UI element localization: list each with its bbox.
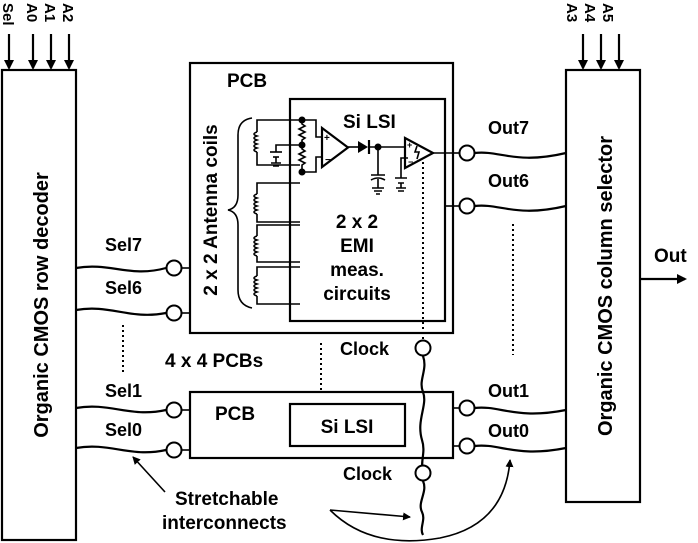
antenna-coil-2 <box>253 182 300 223</box>
column-selector-inputs: A3 A4 A5 <box>563 3 624 70</box>
out6-terminal <box>445 197 567 215</box>
antenna-coils-label: 2 x 2 Antenna coils <box>201 124 222 295</box>
svg-text:−: − <box>408 157 413 167</box>
annotation-line2: interconnects <box>162 513 287 534</box>
emi-label-line2: EMI <box>340 236 374 257</box>
column-selector-block: Organic CMOS column selector <box>564 68 642 504</box>
out7-terminal <box>453 144 567 162</box>
svg-text:+: + <box>324 133 330 144</box>
diode-icon <box>358 141 368 153</box>
annotation-line1: Stretchable <box>175 489 278 510</box>
row-decoder-label: Organic CMOS row decoder <box>31 172 53 438</box>
antenna-coil-3 <box>253 224 300 263</box>
svg-text:+: + <box>407 140 412 150</box>
sel7-terminal <box>75 259 190 277</box>
top-si-lsi-block: Si LSI 2 x 2 EMI meas. circuits <box>288 97 447 323</box>
emi-label-line4: circuits <box>323 284 391 305</box>
comparator-icon <box>403 136 436 170</box>
out-label: Out <box>654 246 687 267</box>
bottom-pcb-block: PCB Si LSI <box>188 390 455 460</box>
input-a5-label: A5 <box>599 3 616 22</box>
emi-label-line3: meas. <box>330 260 384 281</box>
annotation-arrow-out0 <box>329 459 514 542</box>
svg-text:−: − <box>325 155 331 166</box>
input-a0-label: A0 <box>23 3 40 22</box>
antenna-coil-4 <box>253 266 300 305</box>
top-si-lsi-label: Si LSI <box>343 112 396 133</box>
top-pcb-label: PCB <box>227 71 267 92</box>
row-decoder-block: Organic CMOS row decoder <box>0 68 78 542</box>
top-pcb-block: PCB 2 x 2 Antenna coils <box>188 61 455 335</box>
out7-label: Out7 <box>488 118 529 138</box>
out6-label: Out6 <box>488 171 529 191</box>
input-a4-label: A4 <box>581 3 598 23</box>
antenna-brace <box>227 117 253 309</box>
input-a3-label: A3 <box>563 3 580 22</box>
out0-terminal <box>453 437 567 455</box>
sel6-terminal <box>75 304 190 322</box>
clock-label-top: Clock <box>340 339 390 359</box>
out-arrow: Out <box>640 246 687 284</box>
column-selector-label: Organic CMOS column selector <box>595 136 617 436</box>
bottom-si-lsi-label: Si LSI <box>321 417 374 438</box>
sel1-terminal <box>75 401 190 419</box>
input-sel-label: Sel <box>0 3 16 26</box>
row-decoder-inputs: Sel A0 A1 A2 <box>0 3 76 70</box>
array-label: 4 x 4 PCBs <box>165 351 263 372</box>
sel0-label: Sel0 <box>105 420 142 440</box>
sel0-terminal <box>75 441 190 459</box>
clock-label-bottom: Clock <box>343 464 393 484</box>
antenna-coil-1 <box>253 119 300 166</box>
out1-terminal <box>453 399 567 417</box>
sel1-label: Sel1 <box>105 381 142 401</box>
front-end-circuit: + − + − <box>270 116 453 340</box>
emi-label-line1: 2 x 2 <box>336 212 378 233</box>
input-a1-label: A1 <box>41 3 58 22</box>
capacitor-icon <box>370 147 386 195</box>
amplifier-icon <box>320 125 350 170</box>
out1-label: Out1 <box>488 381 529 401</box>
annotation-arrow-clock <box>329 509 411 521</box>
bottom-pcb-label: PCB <box>215 404 255 425</box>
out0-label: Out0 <box>488 421 529 441</box>
clock-interconnect <box>414 339 432 536</box>
sel6-label: Sel6 <box>105 278 142 298</box>
sel7-label: Sel7 <box>105 235 142 255</box>
input-a2-label: A2 <box>59 3 76 22</box>
annotation-arrow-sel0 <box>132 456 166 493</box>
